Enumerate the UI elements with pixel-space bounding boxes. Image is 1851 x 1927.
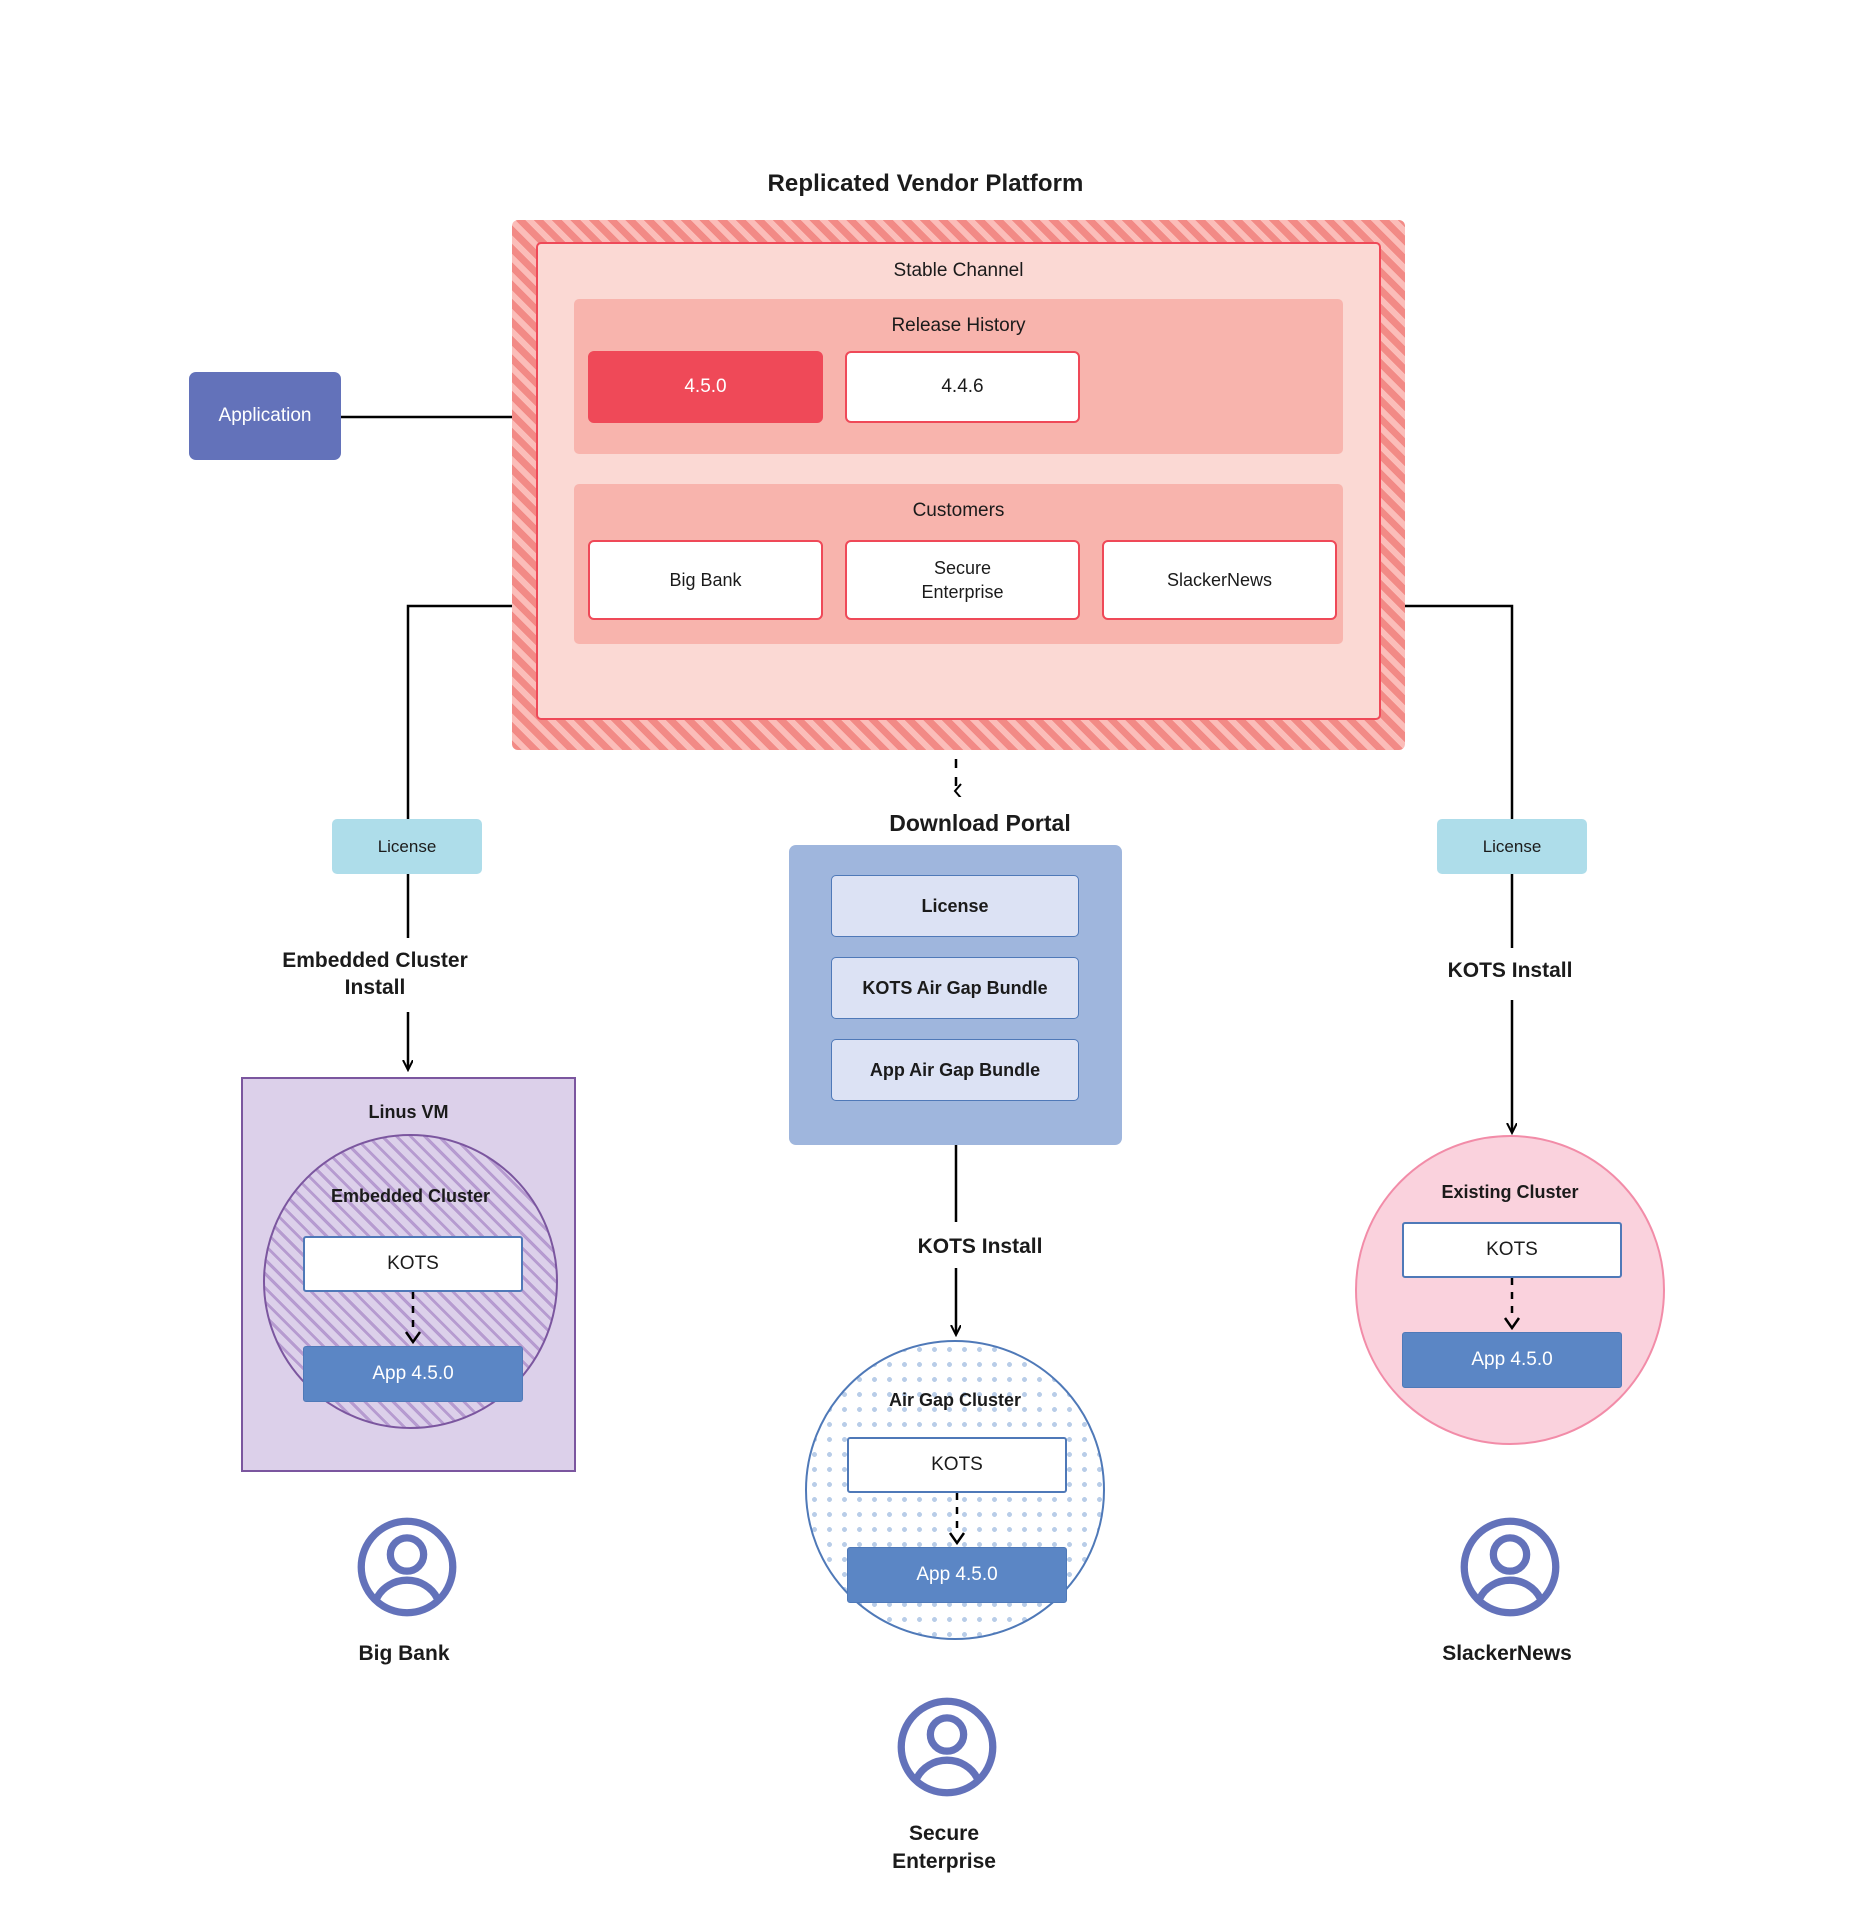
app-box-air-gap[interactable]: App 4.5.0 [847,1547,1067,1603]
flow-label-kots-install-right: KOTS Install [1447,959,1573,982]
license-chip-left[interactable]: License [332,819,482,874]
customer-item-big-bank[interactable]: Big Bank [588,540,823,620]
release-item-previous[interactable]: 4.4.6 [845,351,1080,423]
app-box-existing[interactable]: App 4.5.0 [1402,1332,1622,1388]
end-user-label-big-bank: Big Bank [358,1642,450,1665]
download-portal-box: License KOTS Air Gap Bundle App Air Gap … [789,845,1122,1145]
kots-to-app-arrow-air-gap [948,1493,966,1546]
user-avatar-icon [1460,1517,1560,1617]
app-box-embedded[interactable]: App 4.5.0 [303,1346,523,1402]
stable-channel-box: Stable Channel Release History 4.5.0 4.4… [536,242,1381,720]
page-title: Replicated Vendor Platform [767,170,1084,197]
download-portal-item-app-air-gap-bundle[interactable]: App Air Gap Bundle [831,1039,1079,1101]
customers-title: Customers [912,500,1005,521]
user-avatar-icon [897,1697,997,1797]
existing-cluster-title: Existing Cluster [1441,1182,1579,1202]
existing-cluster-circle: Existing Cluster KOTS App 4.5.0 [1355,1135,1665,1445]
user-avatar-icon [357,1517,457,1617]
release-history-box: Release History 4.5.0 4.4.6 [574,299,1343,454]
kots-box-air-gap[interactable]: KOTS [847,1437,1067,1493]
flow-label-kots-install-center: KOTS Install [917,1235,1043,1258]
kots-box-embedded[interactable]: KOTS [303,1236,523,1292]
embedded-cluster-circle: Embedded Cluster KOTS App 4.5.0 [263,1134,558,1429]
release-item-current[interactable]: 4.5.0 [588,351,823,423]
kots-to-app-arrow-embedded [404,1292,422,1345]
release-list: 4.5.0 4.4.6 [574,351,1343,423]
air-gap-cluster-circle: Air Gap Cluster KOTS App 4.5.0 [805,1340,1105,1640]
download-portal-item-kots-air-gap-bundle[interactable]: KOTS Air Gap Bundle [831,957,1079,1019]
release-history-title: Release History [891,315,1026,336]
download-portal-item-license[interactable]: License [831,875,1079,937]
stable-channel-title: Stable Channel [893,260,1024,281]
kots-to-app-arrow-existing [1503,1278,1521,1331]
end-user-label-slackernews: SlackerNews [1442,1642,1572,1665]
license-chip-right[interactable]: License [1437,819,1587,874]
embedded-cluster-title: Embedded Cluster [330,1186,491,1206]
linux-vm-box: Linus VM Embedded Cluster KOTS App 4.5.0 [241,1077,576,1472]
air-gap-cluster-title: Air Gap Cluster [888,1390,1022,1410]
linux-vm-title: Linus VM [368,1102,449,1122]
customer-item-slackernews[interactable]: SlackerNews [1102,540,1337,620]
application-box[interactable]: Application [189,372,341,460]
replicated-vendor-platform-box: Stable Channel Release History 4.5.0 4.4… [512,220,1405,750]
kots-box-existing[interactable]: KOTS [1402,1222,1622,1278]
download-portal-title: Download Portal [889,810,1071,836]
